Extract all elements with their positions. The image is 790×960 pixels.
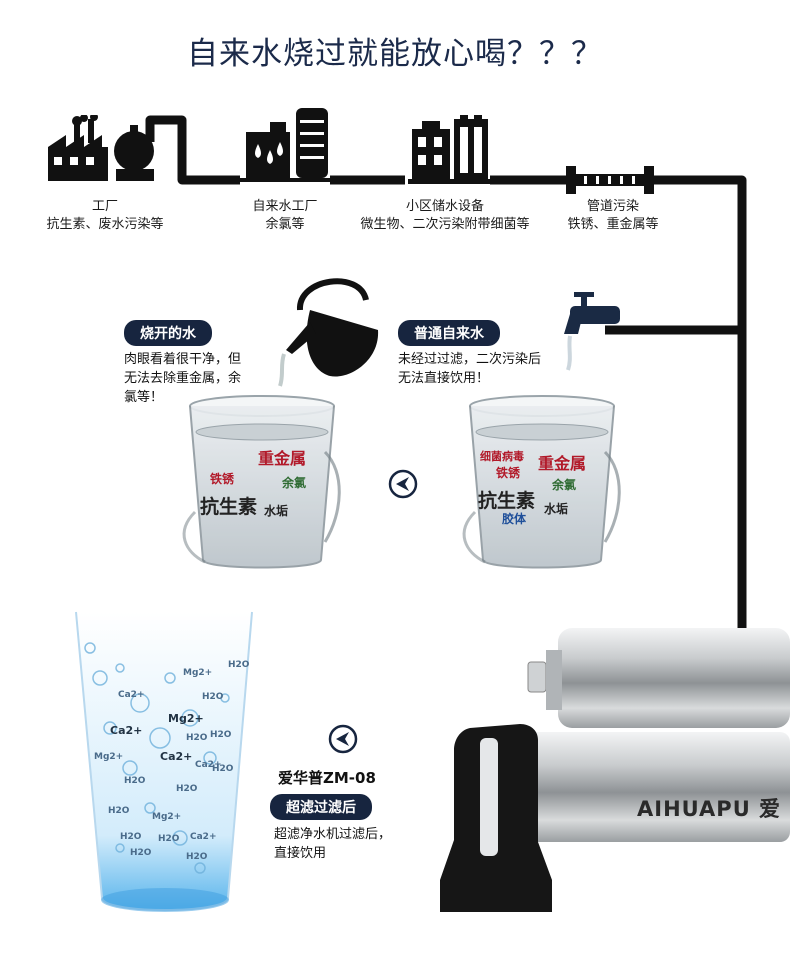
ion-label: Ca2+ [195, 760, 222, 770]
tap-water-description: 未经过过滤，二次污染后 无法直接饮用！ [398, 352, 542, 386]
ion-label: H2O [124, 776, 146, 786]
filtered-water-glass [75, 611, 253, 912]
ion-label: H2O [186, 733, 208, 743]
stage-water-plant-caption: 自来水工厂 余氯等 [252, 199, 318, 232]
tap-contaminant-bacteria: 细菌病毒 [480, 450, 524, 463]
ion-label: H2O [158, 834, 180, 844]
ion-label: H2O [202, 692, 224, 702]
boiled-contaminant-scale: 水垢 [264, 504, 289, 518]
tap-contaminant-scale: 水垢 [544, 502, 569, 516]
ion-label: Mg2+ [168, 712, 204, 725]
ion-label: H2O [176, 784, 198, 794]
stage-storage-caption: 小区储水设备 微生物、二次污染附带细菌等 [360, 199, 530, 232]
boiled-contaminant-rust: 铁锈 [210, 472, 235, 486]
arrow-left-circle-icon [388, 469, 418, 499]
boiled-water-badge: 烧开的水 [124, 320, 212, 346]
boiled-contaminant-chlorine: 余氯 [282, 476, 307, 490]
boiled-contaminant-heavy-metal: 重金属 [258, 449, 307, 468]
filtered-water-badge: 超滤过滤后 [270, 794, 372, 820]
ion-label: H2O [228, 660, 250, 670]
water-purifier-machine [440, 628, 790, 912]
tap-contaminant-chlorine: 余氯 [552, 478, 577, 492]
tap-contaminant-heavy-metal: 重金属 [538, 454, 587, 473]
ion-label: H2O [120, 832, 142, 842]
storage-building-icon [408, 115, 494, 184]
ion-label: H2O [210, 730, 232, 740]
brand-logo-text: AIHUAPU 爱 [637, 797, 782, 821]
ion-label: H2O [108, 806, 130, 816]
page-title: 自来水烧过就能放心喝？？？ [187, 36, 603, 72]
ion-label: Mg2+ [94, 752, 124, 762]
ion-label: H2O [130, 848, 152, 858]
tap-contaminant-rust: 铁锈 [496, 466, 521, 480]
product-name: 爱华普ZM-08 [278, 769, 376, 787]
filtered-water-description: 超滤净水机过滤后， 直接饮用 [274, 827, 392, 861]
ion-label: Mg2+ [183, 668, 213, 678]
ion-label: Ca2+ [160, 750, 193, 763]
tap-contaminant-colloid: 胶体 [502, 512, 527, 526]
ion-label: Ca2+ [118, 690, 145, 700]
kettle-icon [278, 278, 379, 387]
tap-icon [564, 292, 620, 371]
boiled-water-glass [182, 395, 341, 569]
boiled-contaminant-antibiotics: 抗生素 [200, 496, 258, 518]
boiled-water-description: 肉眼看着很干净，但 无法去除重金属，余 氯等！ [124, 352, 242, 405]
tap-water-badge: 普通自来水 [398, 320, 500, 346]
tap-water-glass [462, 395, 621, 569]
stage-pipe-caption: 管道污染 铁锈、重金属等 [567, 199, 659, 232]
water-plant-icon [240, 108, 332, 182]
arrow-left-circle-icon [328, 724, 358, 754]
stage-factory-caption: 工厂 抗生素、废水污染等 [46, 199, 164, 232]
ion-label: Mg2+ [152, 812, 182, 822]
pipe-icon [566, 166, 654, 194]
ion-label: Ca2+ [110, 724, 143, 737]
ion-label: Ca2+ [190, 832, 217, 842]
ion-label: H2O [186, 852, 208, 862]
ion-label: H2O [212, 764, 234, 774]
tap-contaminant-antibiotics: 抗生素 [478, 490, 536, 512]
factory-icon [48, 115, 154, 181]
